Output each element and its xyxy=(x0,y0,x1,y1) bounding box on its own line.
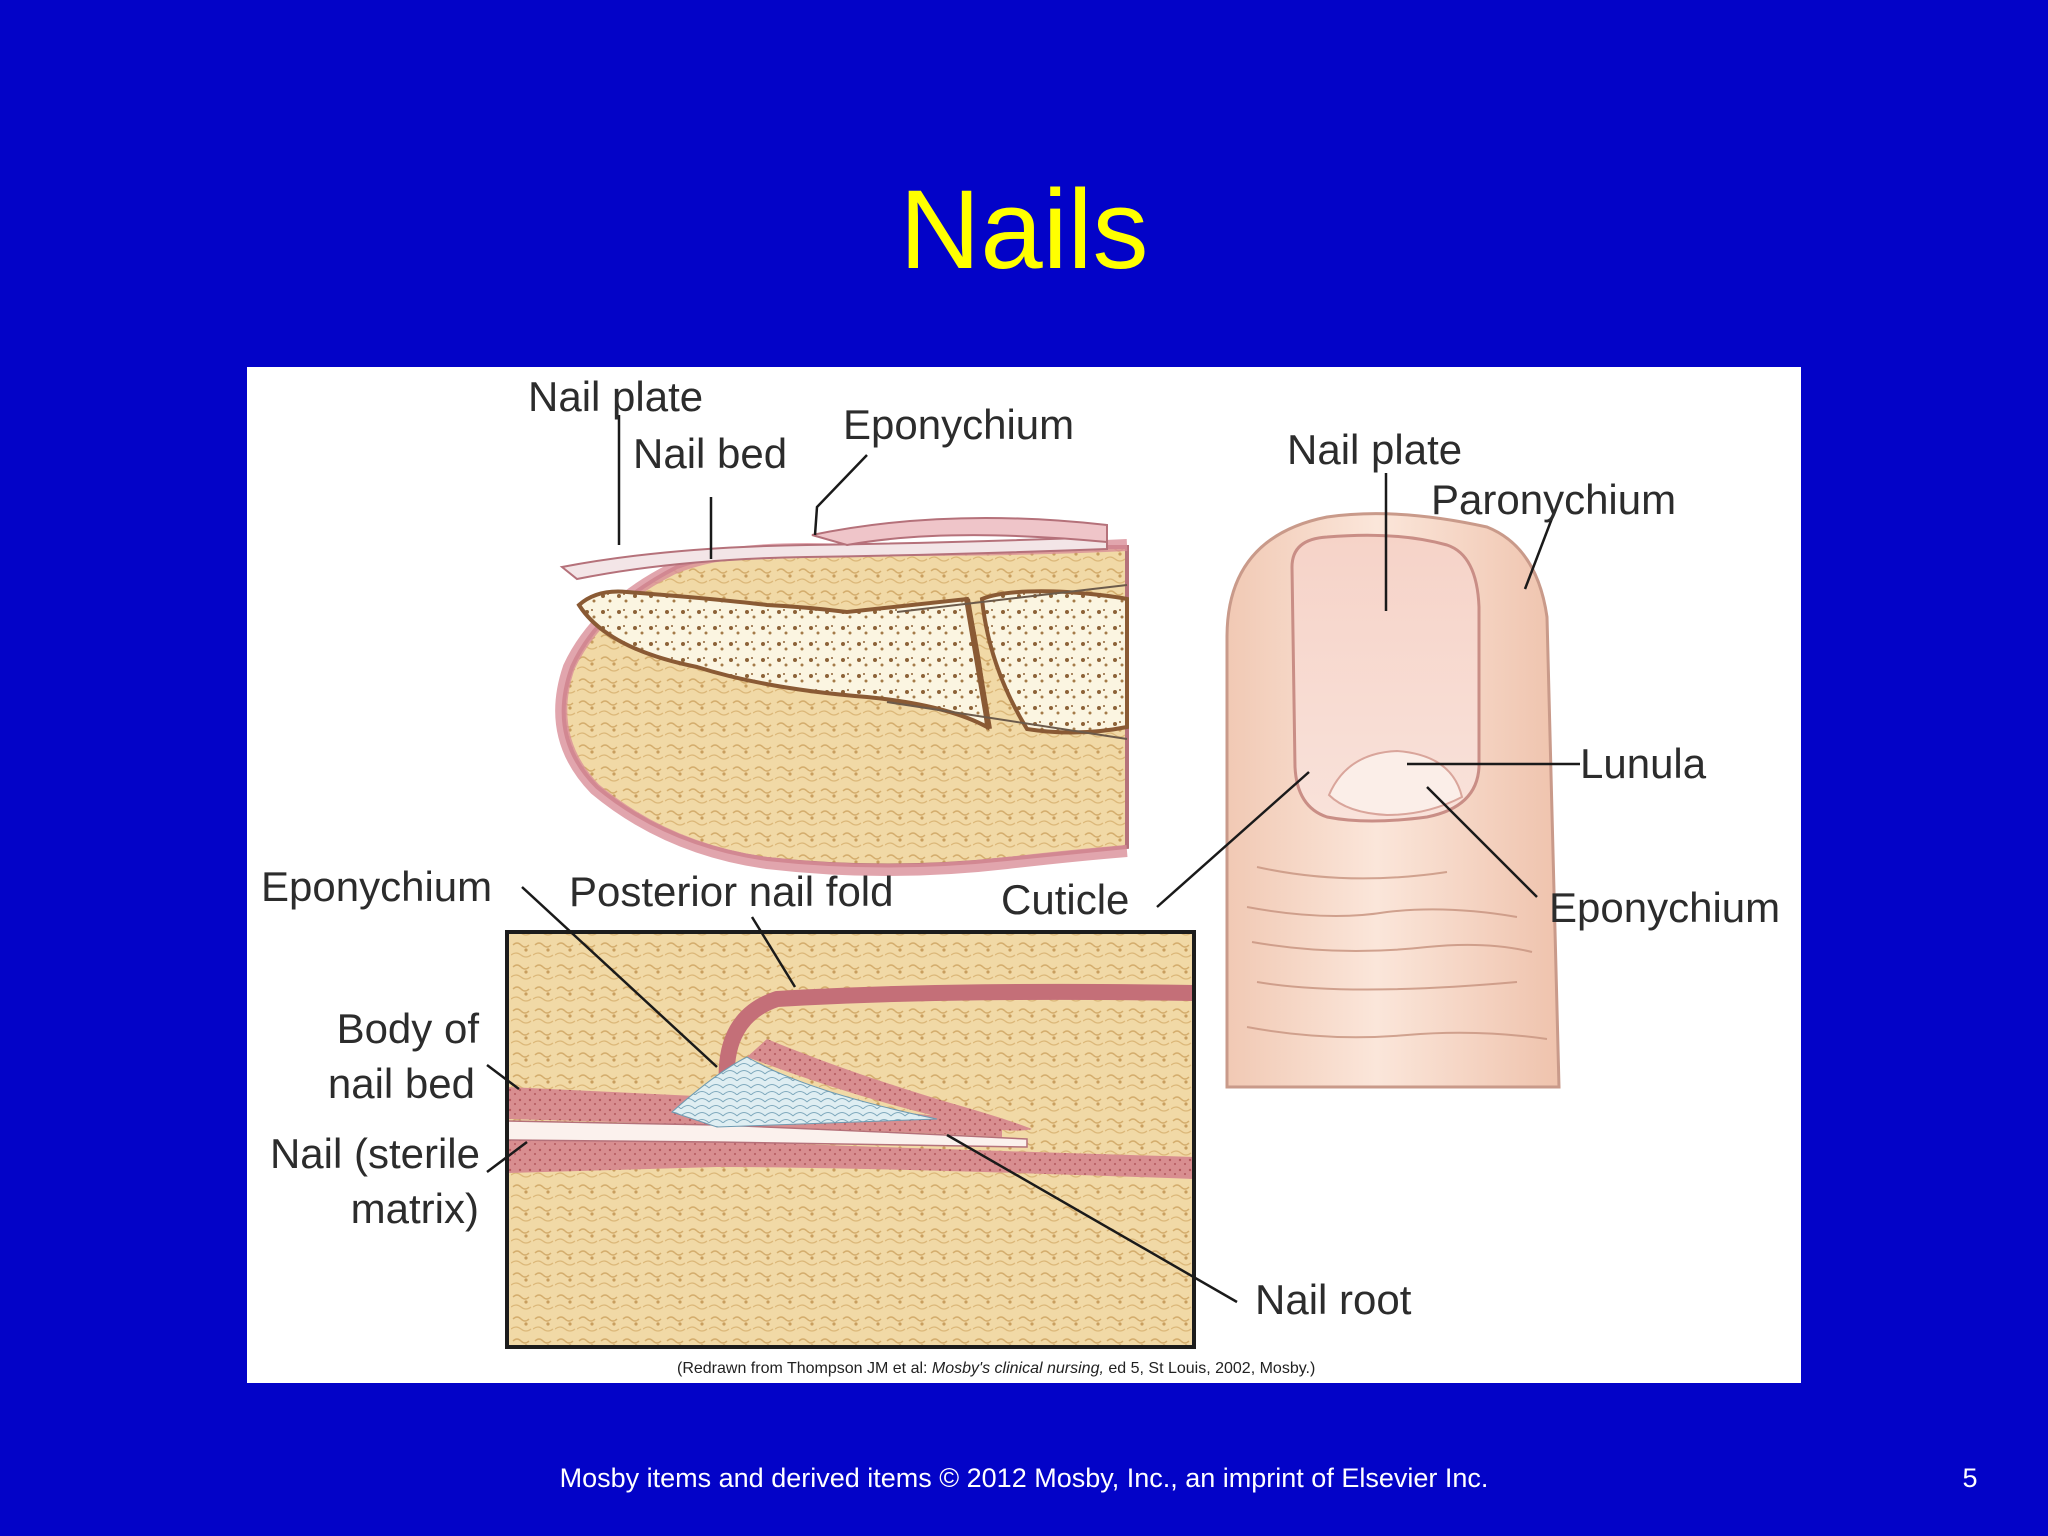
label-paronychium: Paronychium xyxy=(1431,476,1676,523)
nail-fold-detail-illustration xyxy=(505,930,1196,1349)
figure-credit-prefix: (Redrawn from Thompson JM et al: xyxy=(677,1360,932,1377)
figure-credit: (Redrawn from Thompson JM et al: Mosby's… xyxy=(677,1360,1315,1377)
label-body-of-nail-bed-line1: Body of xyxy=(337,1005,480,1052)
label-nail-sterile-matrix-line1: Nail (sterile xyxy=(270,1130,480,1177)
sagittal-fingertip-illustration xyxy=(555,516,1129,876)
label-nail-bed: Nail bed xyxy=(633,430,787,477)
label-nail-plate-finger: Nail plate xyxy=(1287,426,1462,473)
label-nail-sterile-matrix-line2: matrix) xyxy=(351,1185,479,1232)
slide-title: Nails xyxy=(899,167,1149,292)
figure-credit-suffix: ed 5, St Louis, 2002, Mosby.) xyxy=(1104,1360,1315,1377)
nail-anatomy-figure: Nail plate Nail bed Eponychium Nail plat… xyxy=(247,367,1801,1383)
label-cuticle: Cuticle xyxy=(1001,876,1129,923)
fingertip-dorsal-illustration xyxy=(1225,512,1561,1089)
label-nail-root: Nail root xyxy=(1255,1276,1412,1323)
label-body-of-nail-bed-line2: nail bed xyxy=(328,1060,475,1107)
page-number: 5 xyxy=(1962,1463,1978,1493)
copyright-footer: Mosby items and derived items © 2012 Mos… xyxy=(559,1463,1489,1493)
label-eponychium-finger: Eponychium xyxy=(1549,884,1780,931)
nail-anatomy-illustration: Nail plate Nail bed Eponychium Nail plat… xyxy=(261,373,1780,1377)
leader-lines xyxy=(486,415,1580,1304)
label-eponychium-detail: Eponychium xyxy=(261,863,492,910)
label-posterior-nail-fold: Posterior nail fold xyxy=(569,868,894,915)
label-eponychium-sagittal: Eponychium xyxy=(843,401,1074,448)
label-lunula: Lunula xyxy=(1580,740,1707,787)
figure-credit-italic: Mosby's clinical nursing, xyxy=(932,1360,1104,1377)
label-nail-plate-sagittal: Nail plate xyxy=(528,373,703,420)
